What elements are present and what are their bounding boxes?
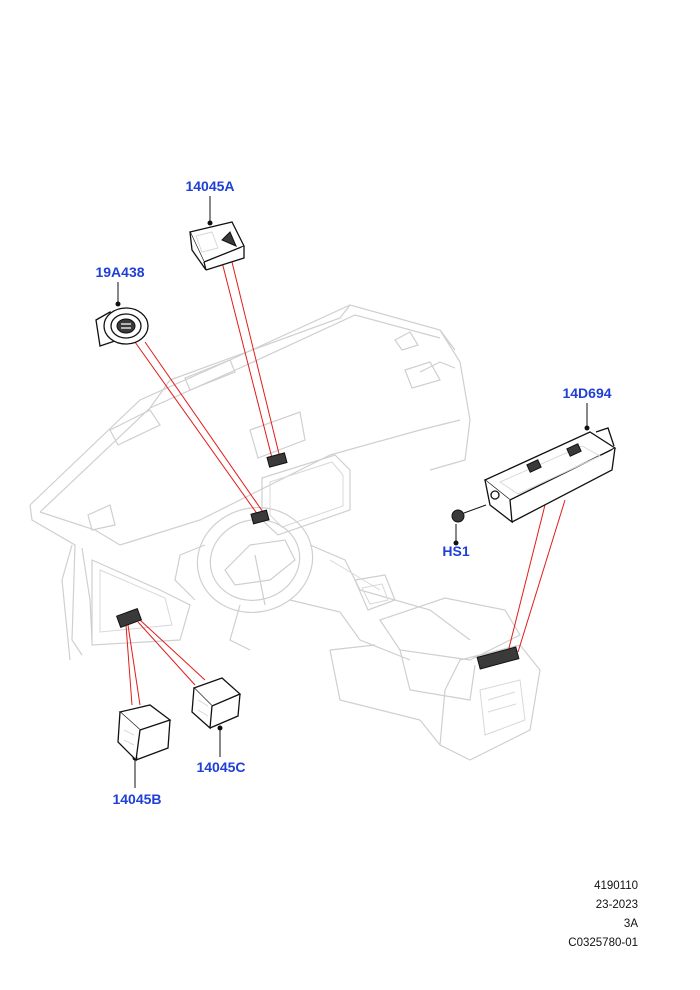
round-switch-19a438[interactable] — [95, 282, 149, 347]
reference-drawing-id: C0325780-01 — [568, 937, 638, 949]
callout-19a438[interactable]: 19A438 — [95, 264, 145, 280]
control-panel-14d694[interactable] — [483, 403, 617, 524]
reference-number: 4190110 — [594, 880, 638, 892]
reference-info-block: 4190110 23-2023 3A C0325780-01 — [518, 877, 638, 953]
callout-hs1[interactable]: HS1 — [442, 543, 470, 559]
installed-markers — [115, 452, 520, 670]
screw-hs1[interactable] — [451, 504, 487, 546]
reference-revision: 3A — [623, 918, 638, 930]
switch-14045c[interactable] — [191, 677, 242, 757]
callout-14045b[interactable]: 14045B — [112, 791, 162, 807]
callout-14045a[interactable]: 14045A — [185, 178, 235, 194]
dashboard-outline — [29, 304, 541, 761]
leader-lines — [125, 261, 566, 706]
switch-14045a[interactable] — [189, 196, 245, 271]
callout-14d694[interactable]: 14D694 — [562, 385, 612, 401]
switch-14045b[interactable] — [117, 704, 172, 788]
reference-date: 23-2023 — [595, 899, 638, 911]
callout-14045c[interactable]: 14045C — [196, 759, 246, 775]
